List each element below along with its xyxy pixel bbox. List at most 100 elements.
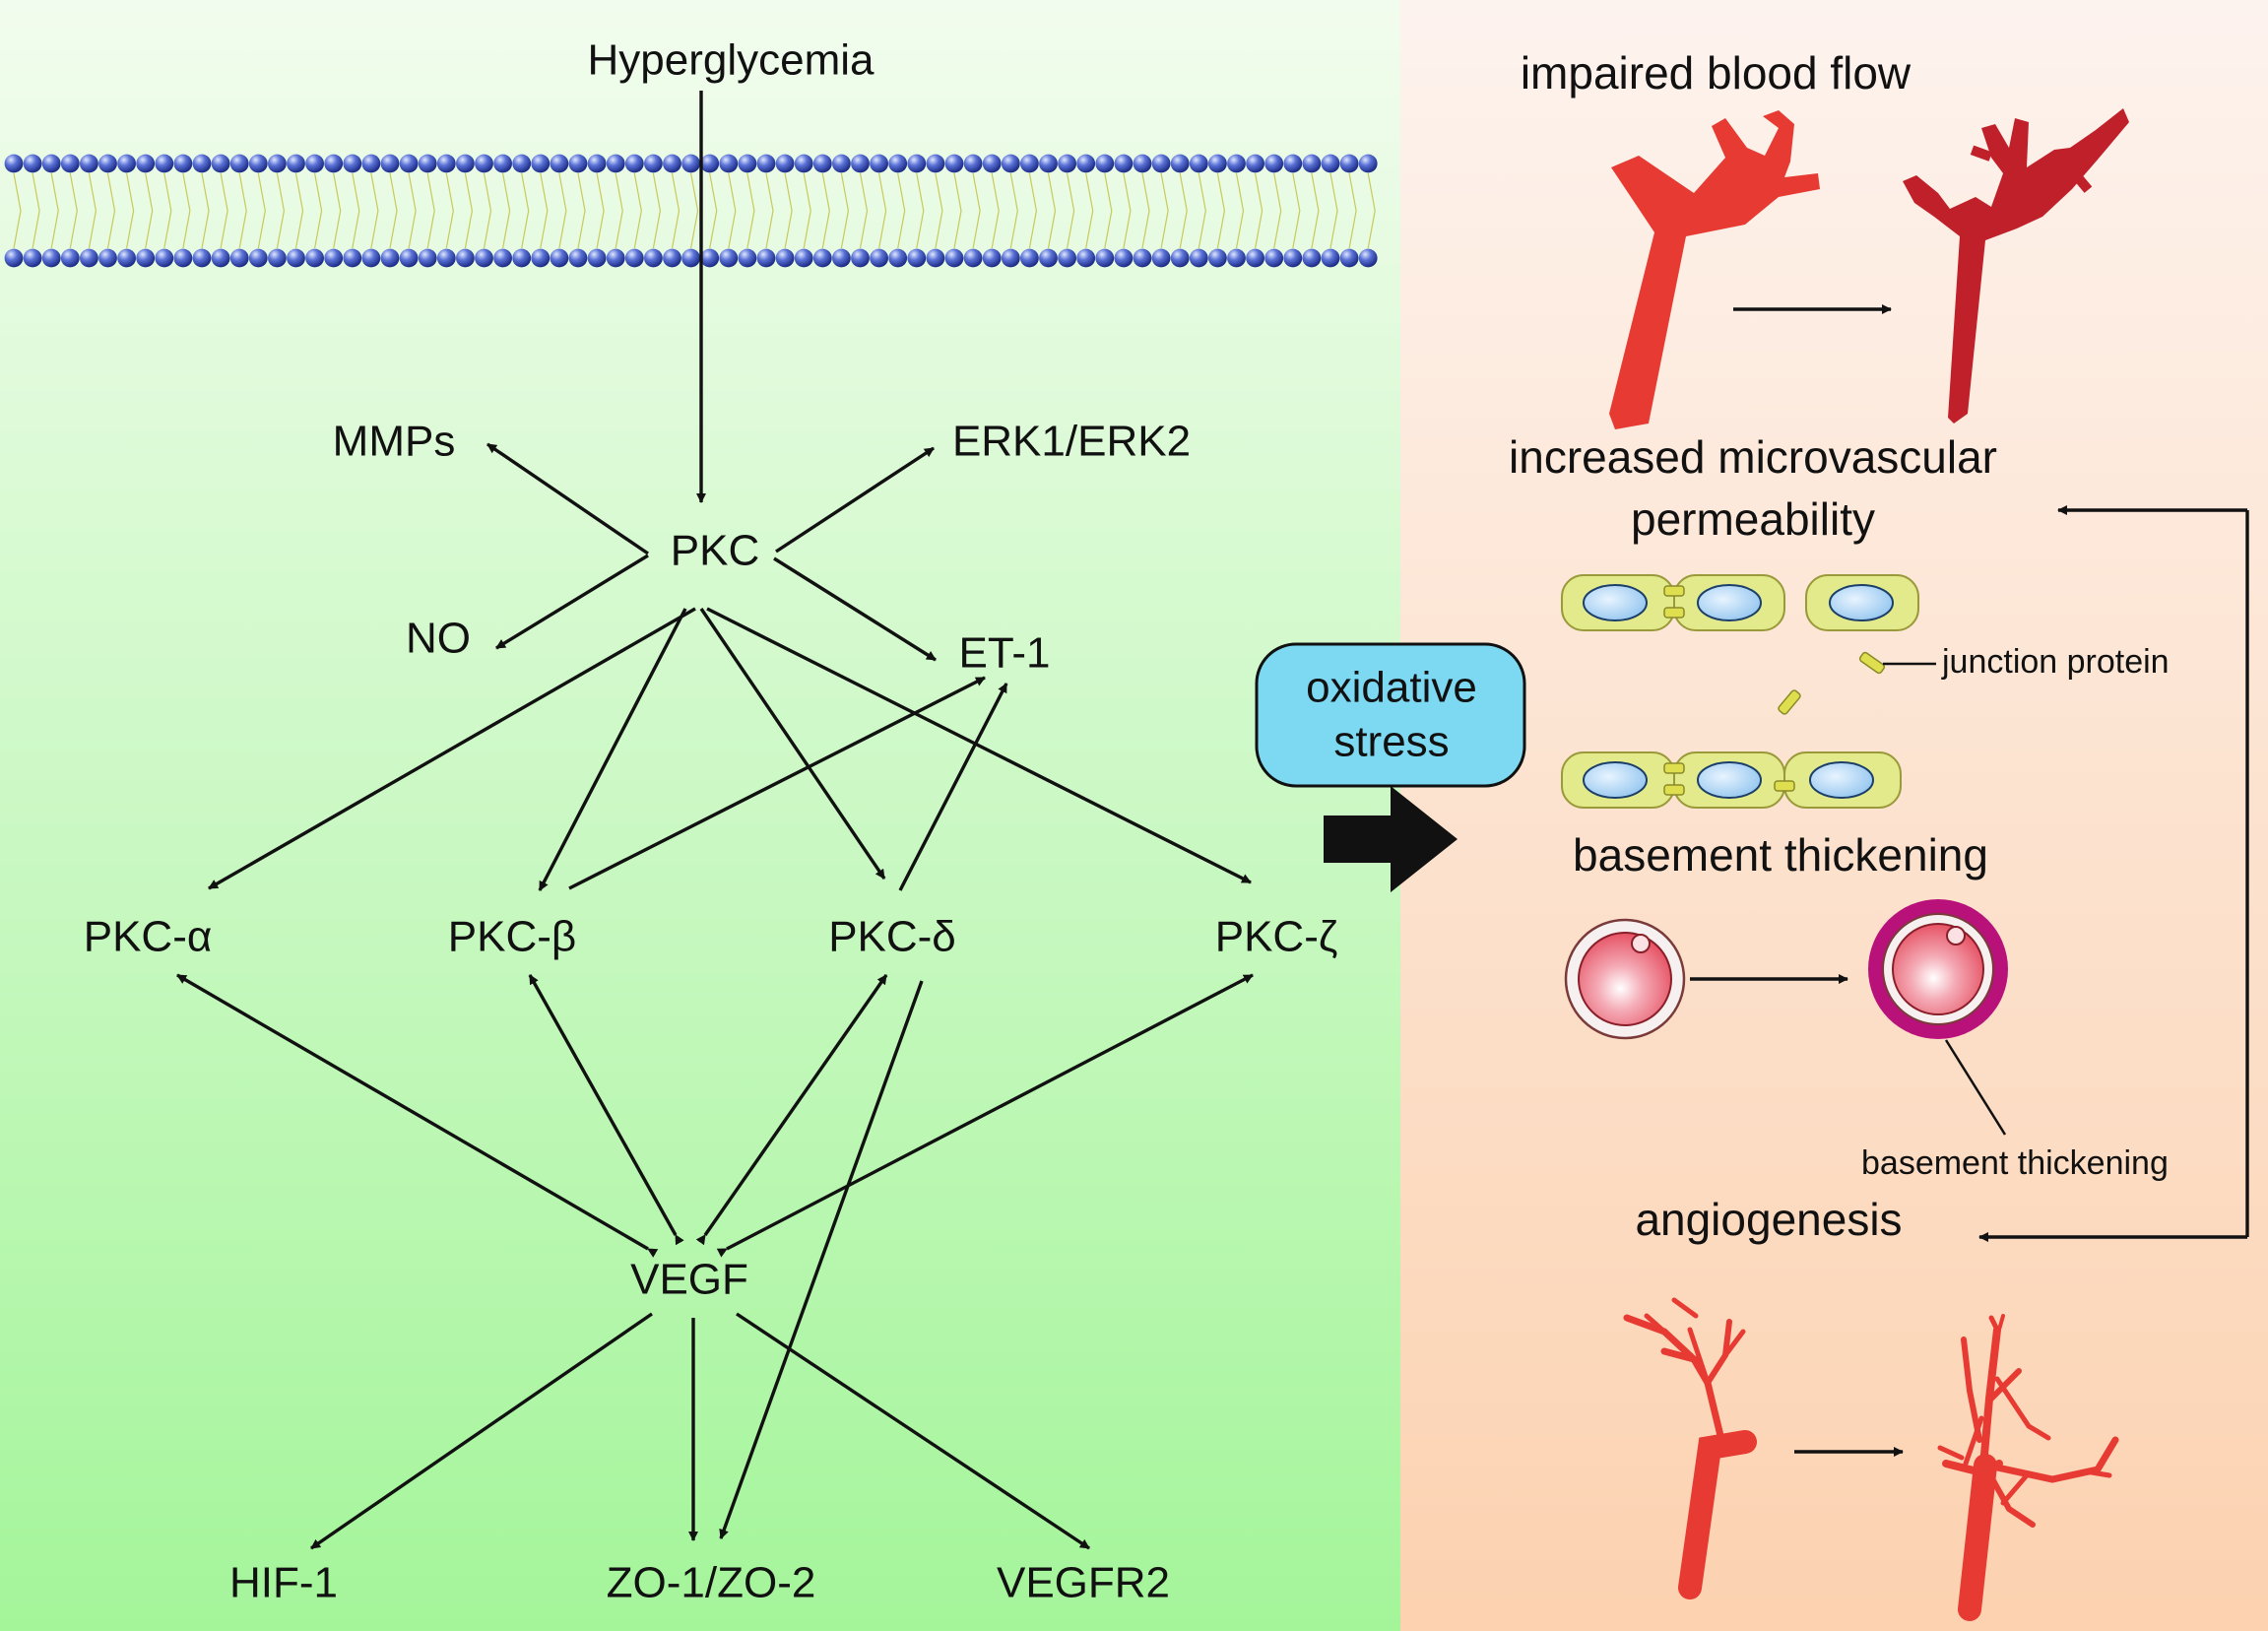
lipid-head	[287, 154, 305, 173]
hyperglycemia-label: Hyperglycemia	[588, 36, 875, 85]
lipid-head	[1114, 154, 1134, 173]
vegfr2-node: VEGFR2	[997, 1559, 1170, 1607]
lipid-head	[60, 248, 80, 268]
lipid-head	[436, 154, 456, 173]
lipid-tail	[370, 172, 379, 249]
lipid-tail	[1047, 172, 1057, 249]
lipid-head	[587, 154, 607, 173]
arrow-vegf-vegfr2	[736, 1312, 1090, 1550]
lipid-head	[1039, 154, 1058, 173]
lipid-tail	[671, 172, 680, 249]
lipid-tail	[1348, 172, 1357, 249]
lipid-head	[98, 248, 117, 268]
lipid-head	[343, 248, 362, 268]
permeability-title-line2: permeability	[1631, 493, 1875, 545]
lipid-head	[1020, 154, 1039, 173]
lipid-tail	[1216, 172, 1226, 249]
lipid-tail	[953, 172, 962, 249]
lipid-tail	[1123, 172, 1132, 249]
lipid-head	[343, 154, 362, 173]
lipid-head	[475, 154, 493, 173]
lipid-head	[700, 154, 720, 173]
lipid-tail	[821, 172, 830, 249]
lipid-head	[756, 154, 776, 173]
lipid-head	[512, 154, 532, 173]
lipid-head	[832, 154, 851, 173]
lipid-tail	[728, 172, 737, 249]
endothelial-cells-joined	[1561, 751, 1902, 809]
lipid-head	[624, 248, 644, 268]
lipid-head	[1246, 154, 1264, 173]
lipid-tail	[389, 172, 398, 249]
lipid-head	[117, 154, 136, 173]
lipid-head	[192, 248, 212, 268]
lipid-head	[738, 154, 757, 173]
lipid-head	[794, 248, 813, 268]
lipid-head	[832, 248, 851, 268]
lipid-head	[1114, 248, 1134, 268]
lipid-tail	[765, 172, 774, 249]
lipid-head	[399, 154, 419, 173]
lipid-tail	[784, 172, 793, 249]
angiogenesis-title: angiogenesis	[1635, 1194, 1902, 1245]
pkc-alpha-node: PKC-α	[84, 913, 213, 961]
lipid-head	[944, 154, 964, 173]
lipid-head	[1302, 154, 1322, 173]
lipid-head	[963, 248, 983, 268]
lipid-tail	[257, 172, 266, 249]
lipid-head	[229, 154, 249, 173]
lipid-tail	[1141, 172, 1150, 249]
vegf-node: VEGF	[630, 1256, 748, 1304]
lipid-head	[211, 154, 230, 173]
lipid-head	[41, 154, 61, 173]
pkc-delta-node: PKC-δ	[828, 913, 956, 961]
lipid-tail	[540, 172, 549, 249]
lipid-tail	[69, 172, 78, 249]
lipid-head	[1283, 154, 1303, 173]
lipid-tail	[709, 172, 718, 249]
lipid-head	[475, 248, 493, 268]
lipid-head	[1095, 154, 1115, 173]
lipid-head	[531, 248, 551, 268]
lipid-head	[1339, 154, 1359, 173]
cell-membrane	[4, 154, 1378, 268]
lipid-head	[1133, 154, 1152, 173]
lipid-head	[1076, 248, 1096, 268]
impaired-vessel-icon	[1903, 108, 2129, 424]
lipid-tail	[50, 172, 59, 249]
normal-capillary-icon	[1564, 918, 1686, 1040]
lipid-head	[624, 154, 644, 173]
lipid-head	[305, 248, 324, 268]
pre-angiogenesis-vessel-icon	[1623, 1297, 1757, 1599]
lipid-head	[681, 248, 700, 268]
lipid-head	[870, 154, 888, 173]
lipid-tail	[840, 172, 850, 249]
lipid-head	[155, 154, 174, 173]
lipid-head	[1189, 154, 1208, 173]
lipid-head	[1001, 248, 1020, 268]
lipid-head	[1246, 248, 1264, 268]
lipid-tail	[1367, 172, 1376, 249]
arrow-delta-et1	[898, 683, 1008, 891]
lipid-head	[663, 248, 681, 268]
lipid-head	[606, 248, 625, 268]
lipid-head	[568, 154, 588, 173]
lipid-head	[287, 248, 305, 268]
lipid-tail	[652, 172, 662, 249]
lipid-tail	[182, 172, 191, 249]
lipid-head	[982, 248, 1002, 268]
lipid-head	[719, 248, 739, 268]
arrow-pkc-delta	[699, 608, 886, 880]
lipid-head	[1302, 248, 1322, 268]
basement-thickening-pointer	[1944, 1039, 2007, 1136]
lipid-head	[812, 154, 832, 173]
lipid-head	[907, 154, 927, 173]
lipid-tail	[577, 172, 586, 249]
post-angiogenesis-vessel-icon	[1937, 1314, 2119, 1621]
lipid-head	[41, 248, 61, 268]
et1-node: ET-1	[959, 629, 1051, 678]
lipid-tail	[88, 172, 97, 249]
lipid-head	[1058, 154, 1076, 173]
pkc-beta-node: PKC-β	[448, 913, 576, 961]
lipid-tail	[445, 172, 454, 249]
